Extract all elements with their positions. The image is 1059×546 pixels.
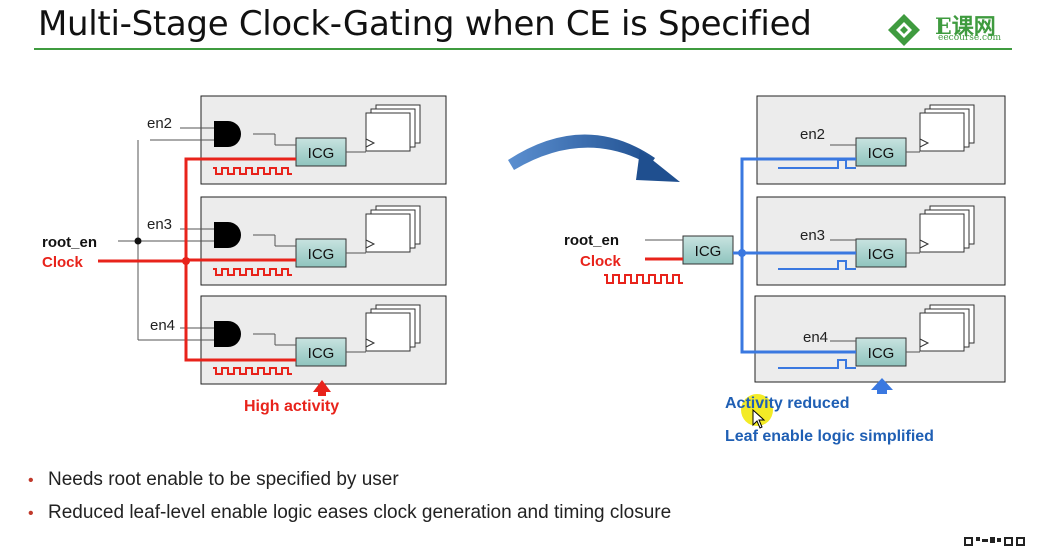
- bullet-dot-icon: •: [28, 472, 34, 489]
- eecourse-logo: [888, 14, 920, 46]
- bullet-list: • Needs root enable to be specified by us…: [28, 466, 671, 532]
- and-gate-icon: [214, 121, 241, 147]
- left-clock-label: Clock: [42, 254, 84, 271]
- transition-arrow-icon: [508, 134, 680, 182]
- activity-reduced-label: Activity reduced: [725, 395, 849, 412]
- left-leaf-box-3: ICG en4: [138, 295, 447, 385]
- right-clock-label: Clock: [580, 253, 622, 270]
- and-gate-icon: [214, 222, 241, 248]
- left-leaf-box-2: ICG en3: [138, 196, 447, 286]
- right-leaf-box-1: ICG en2: [756, 95, 1006, 185]
- slide-title: Multi-Stage Clock-Gating when CE is Spec…: [38, 4, 812, 44]
- right-en4-label: en4: [803, 329, 828, 346]
- high-activity-label: High activity: [244, 398, 339, 415]
- left-en4-label: en4: [150, 317, 175, 334]
- bullet-item: • Reduced leaf-level enable logic eases c…: [28, 499, 671, 532]
- activity-reduced-arrow-icon: [871, 378, 893, 394]
- left-root-en-label: root_en: [42, 234, 97, 251]
- high-activity-arrow-icon: [313, 380, 331, 396]
- right-diagram: ICG en2 ICG en3 ICG en4: [564, 95, 1006, 445]
- right-root-icg-label: ICG: [695, 243, 722, 260]
- right-icg-label-3: ICG: [868, 345, 895, 362]
- leaf-enable-simplified-label: Leaf enable logic simplified: [725, 428, 934, 445]
- left-leaf-box-1: ICG en2: [147, 95, 447, 185]
- right-en2-label: en2: [800, 126, 825, 143]
- bullet-text: Needs root enable to be specified by use…: [48, 469, 399, 490]
- cursor-highlight: [741, 394, 773, 426]
- qr-code-icon: [964, 537, 1025, 546]
- right-leaf-box-2: ICG en3: [756, 196, 1006, 286]
- right-icg-label-1: ICG: [868, 145, 895, 162]
- left-icg-label-3: ICG: [308, 345, 335, 362]
- logo-domain: eecourse.com: [938, 33, 1002, 43]
- bullet-dot-icon: •: [28, 505, 34, 522]
- logo-brand: E课网: [935, 14, 996, 40]
- right-icg-label-2: ICG: [868, 246, 895, 263]
- left-icg-label-2: ICG: [308, 246, 335, 263]
- left-en2-label: en2: [147, 115, 172, 132]
- left-en3-label: en3: [147, 216, 172, 233]
- mouse-cursor-icon: [752, 408, 766, 429]
- bullet-item: • Needs root enable to be specified by us…: [28, 466, 671, 499]
- bullet-text: Reduced leaf-level enable logic eases cl…: [48, 502, 672, 523]
- title-underline: [34, 48, 1012, 50]
- and-gate-icon: [214, 321, 241, 347]
- left-diagram: ICG en2 ICG en3: [42, 95, 447, 415]
- right-leaf-box-3: ICG en4: [754, 295, 1006, 383]
- logo-diamond-icon: [888, 14, 920, 46]
- right-en3-label: en3: [800, 227, 825, 244]
- right-root-en-label: root_en: [564, 232, 619, 249]
- left-icg-label-1: ICG: [308, 145, 335, 162]
